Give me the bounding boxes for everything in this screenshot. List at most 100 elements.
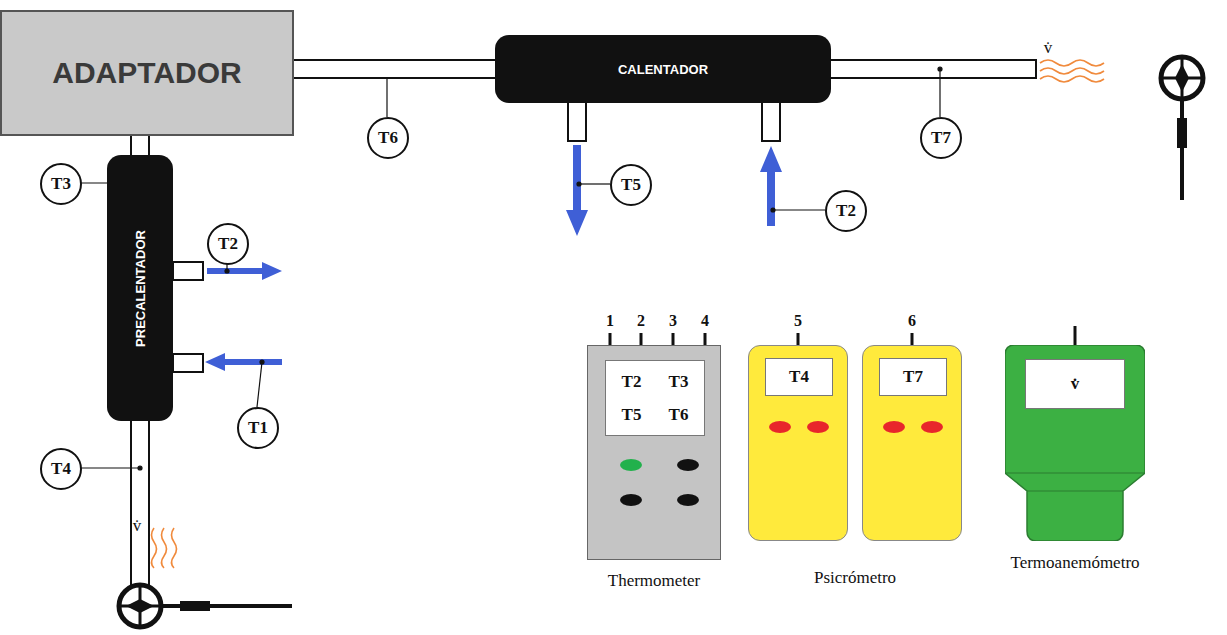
device-seam <box>1005 473 1145 491</box>
grip <box>180 601 210 611</box>
probe-number: 3 <box>669 312 677 330</box>
device-button <box>620 459 642 471</box>
wave-line <box>152 528 157 568</box>
water-arrows <box>205 145 782 371</box>
temperature-callout: T4 <box>40 448 82 490</box>
flow-arrow <box>760 146 782 226</box>
callout-text: T2 <box>218 234 238 254</box>
leader-dot <box>938 67 942 71</box>
pipe-wall <box>294 59 495 79</box>
rotor-hub <box>1175 64 1189 92</box>
box-title: CALENTADOR <box>618 62 708 77</box>
device-label: Psicrómetro <box>814 568 896 588</box>
wave-line <box>172 528 177 568</box>
temperature-callout: T2 <box>825 190 867 232</box>
leader-dot <box>260 360 264 364</box>
probe-cables <box>610 326 1075 346</box>
water-stub <box>762 101 780 141</box>
temperature-callout: T6 <box>367 117 409 159</box>
temperature-callout: T3 <box>40 163 82 205</box>
pipe-wall <box>294 61 495 77</box>
display-reading: T2 <box>622 372 642 392</box>
flow-symbol: v̇ <box>1044 38 1053 58</box>
callout-text: T7 <box>931 128 951 148</box>
device-button <box>883 421 905 433</box>
probe-number: 4 <box>701 312 709 330</box>
callout-text: T3 <box>51 174 71 194</box>
display-reading: v̇ <box>1071 374 1080 394</box>
display-reading: T5 <box>622 405 642 425</box>
box-title: ADAPTADOR <box>52 56 241 90</box>
psychrometer-device: T4 <box>748 345 848 541</box>
flow-arrow <box>205 353 282 371</box>
heater-box: CALENTADOR <box>495 35 831 103</box>
callout-text: T5 <box>621 175 641 195</box>
display-reading: T3 <box>669 372 689 392</box>
probe-number: 5 <box>794 312 802 330</box>
thermoanemometer-device: v̇Termoanemómetro <box>1005 345 1145 541</box>
device-outline <box>1005 345 1145 541</box>
wave-line <box>1040 60 1104 66</box>
leader-line <box>939 69 940 117</box>
probe-number: 2 <box>637 312 645 330</box>
pipe-wall <box>130 136 150 155</box>
box-title: PRECALENTADOR <box>133 230 148 347</box>
grip <box>1177 118 1187 148</box>
leader-dot <box>225 269 229 273</box>
pipe-wall <box>132 136 148 155</box>
rotor-hub <box>126 599 154 613</box>
callout-text: T6 <box>378 128 398 148</box>
rotor-cross <box>1161 57 1203 99</box>
airflow-waves <box>152 60 1105 568</box>
device-button <box>769 421 791 433</box>
callout-text: T2 <box>836 201 856 221</box>
wave-line <box>162 528 167 568</box>
handle <box>1180 100 1184 200</box>
display-screen: T2 T3T5 T6 <box>605 360 705 436</box>
display-reading: T6 <box>669 405 689 425</box>
temperature-callout: T7 <box>920 117 962 159</box>
wave-line <box>1040 68 1104 74</box>
leader-dot <box>577 182 581 186</box>
device-label: Thermometer <box>608 571 701 591</box>
device-button <box>921 421 943 433</box>
anemometer-icon <box>119 585 292 627</box>
leader-dot <box>771 208 775 212</box>
pipe-connector <box>294 69 495 70</box>
display-screen: T4 <box>765 358 833 396</box>
flow-symbol: v̇ <box>133 516 142 536</box>
device-button <box>677 494 699 506</box>
anemometer-icon <box>1161 57 1203 200</box>
temperature-callout: T5 <box>610 164 652 206</box>
callout-text: T4 <box>51 459 71 479</box>
outlet-pipe <box>830 60 1036 78</box>
probe-number: 1 <box>606 312 614 330</box>
flow-arrow <box>566 145 588 236</box>
temperature-callout: T2 <box>207 223 249 265</box>
flow-arrow <box>207 262 282 280</box>
water-stub <box>173 262 203 280</box>
device-button <box>807 421 829 433</box>
device-label: Termoanemómetro <box>1010 553 1139 573</box>
device-button <box>677 459 699 471</box>
probe-number: 6 <box>908 312 916 330</box>
outlet-pipe <box>131 420 149 592</box>
display-reading: T7 <box>903 367 923 387</box>
psychrometer-device: T7 <box>862 345 962 541</box>
rotor-ring <box>119 585 161 627</box>
display-screen: T7 <box>879 358 947 396</box>
pipe-connector <box>140 136 141 155</box>
leader-line <box>257 362 262 407</box>
preheater-box: PRECALENTADOR <box>107 155 173 421</box>
display-screen: v̇ <box>1025 359 1125 409</box>
probe <box>1074 326 1077 346</box>
rotor-ring <box>1161 57 1203 99</box>
callout-text: T1 <box>248 418 268 438</box>
device-button <box>620 494 642 506</box>
rotor-cross <box>119 585 161 627</box>
adapter-box: ADAPTADOR <box>0 10 294 136</box>
leader-dot <box>138 466 142 470</box>
water-stub <box>173 354 203 372</box>
leader-line <box>80 467 140 468</box>
